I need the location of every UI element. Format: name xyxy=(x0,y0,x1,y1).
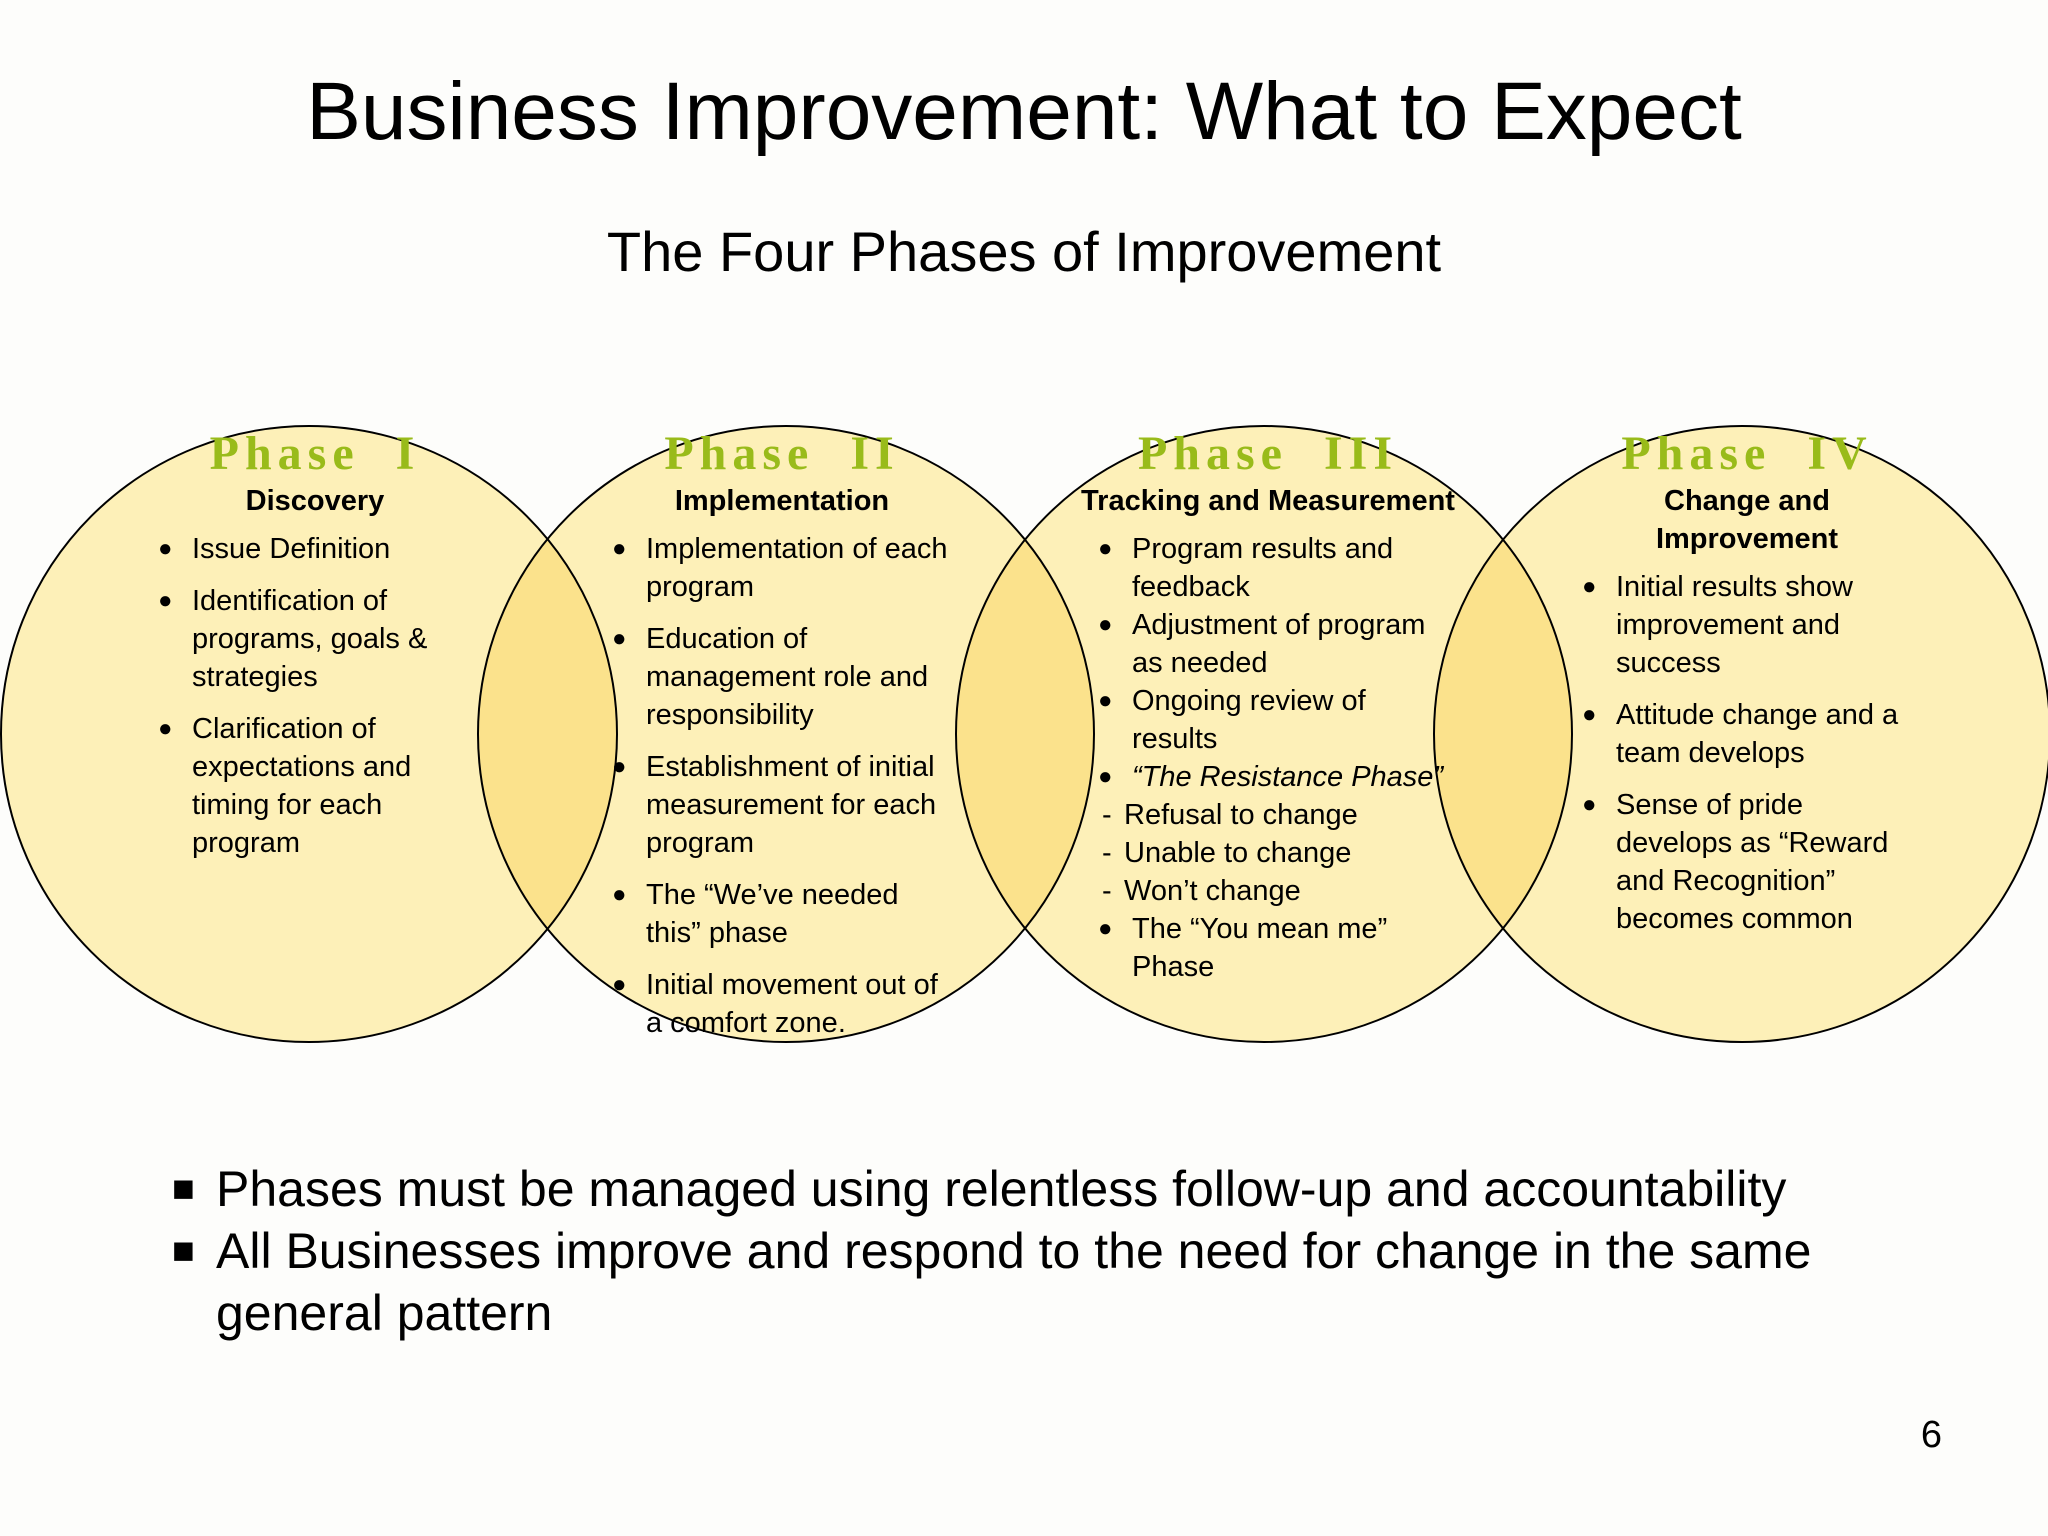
phase-3-name: Tracking and Measurement xyxy=(1081,485,1455,517)
phase-1: Phase I Discovery ●Issue Definition ●Ide… xyxy=(150,426,480,876)
phase-3-circle xyxy=(956,426,1572,1042)
list-item: -Won’t change xyxy=(1098,872,1458,910)
bullet-icon: ● xyxy=(1582,791,1597,818)
phase-2-name: Implementation xyxy=(674,485,890,517)
phase-4-outline xyxy=(1433,425,2048,1043)
list-item: ●The “You mean me” Phase xyxy=(1098,910,1458,986)
slide-title: Business Improvement: What to Expect xyxy=(306,66,1742,157)
list-item: ●Initial results show improvement and su… xyxy=(1582,568,1912,682)
list-item: ●Ongoing review of results xyxy=(1098,682,1458,758)
list-item: ●Initial movement out of a comfort zone. xyxy=(612,966,952,1042)
phase-4-label: Phase IV xyxy=(1621,427,1873,480)
phase-3-outline xyxy=(955,425,1573,1043)
phase-3-list: ●Program results and feedback ●Adjustmen… xyxy=(1098,530,1458,986)
list-item: ●Education of management role and respon… xyxy=(612,620,952,734)
bullet-icon: ● xyxy=(1098,611,1113,638)
phase-2-circle xyxy=(478,426,1094,1042)
list-item: ●Implementation of each program xyxy=(612,530,952,606)
bullet-icon: ● xyxy=(1098,763,1113,790)
phase-2-outline xyxy=(477,425,1095,1043)
phase-4-circle xyxy=(1434,426,2048,1042)
dash-icon: - xyxy=(1102,875,1112,907)
list-item: ●Sense of pride develops as “Reward and … xyxy=(1582,786,1912,938)
bullet-icon: ● xyxy=(1098,915,1113,942)
bullet-icon: ● xyxy=(1582,701,1597,728)
bullet-icon: ● xyxy=(612,881,627,908)
bullet-icon: ● xyxy=(612,753,627,780)
list-item: ●Issue Definition xyxy=(158,530,480,568)
list-item: ●Attitude change and a team develops xyxy=(1582,696,1912,772)
phase-2-list: ●Implementation of each program ●Educati… xyxy=(612,530,952,1042)
bullet-icon: ● xyxy=(158,715,173,742)
list-item: ●“The Resistance Phase” xyxy=(1098,758,1458,796)
list-item: ●Program results and feedback xyxy=(1098,530,1458,606)
phase-2: Phase II Implementation ●Implementation … xyxy=(612,426,952,1056)
phase-1-circle xyxy=(1,426,617,1042)
page-number: 6 xyxy=(1920,1414,1942,1456)
phase-1-name: Discovery xyxy=(245,485,385,517)
bullet-icon: ● xyxy=(1582,573,1597,600)
bullet-icon: ● xyxy=(1098,535,1113,562)
list-item: ●Adjustment of program as needed xyxy=(1098,606,1458,682)
slide-subtitle: The Four Phases of Improvement xyxy=(606,220,1442,283)
takeaway-item: ■Phases must be managed using relentless… xyxy=(172,1158,1872,1220)
phase-3: Phase III Tracking and Measurement ●Prog… xyxy=(1058,426,1478,986)
bullet-icon: ● xyxy=(612,625,627,652)
bullet-icon: ● xyxy=(158,535,173,562)
phase-4-name: Change and Improvement xyxy=(1655,485,1839,555)
phase-4-list: ●Initial results show improvement and su… xyxy=(1582,568,1912,938)
phase-1-outline xyxy=(0,425,618,1043)
bullet-icon: ● xyxy=(612,971,627,998)
takeaways: ■Phases must be managed using relentless… xyxy=(172,1158,1872,1344)
list-item: ●Identification of programs, goals & str… xyxy=(158,582,480,696)
takeaway-item: ■All Businesses improve and respond to t… xyxy=(172,1220,1872,1344)
square-bullet-icon: ■ xyxy=(172,1168,195,1210)
list-item: ●Clarification of expectations and timin… xyxy=(158,710,480,862)
dash-icon: - xyxy=(1102,837,1112,869)
phase-3-label: Phase III xyxy=(1137,427,1399,480)
list-item: ●The “We’ve needed this” phase xyxy=(612,876,952,952)
phase-1-list: ●Issue Definition ●Identification of pro… xyxy=(158,530,480,862)
list-item: -Refusal to change xyxy=(1098,796,1458,834)
bullet-icon: ● xyxy=(612,535,627,562)
phase-4: Phase IV Change and Improvement ●Initial… xyxy=(1582,426,1912,952)
list-item: ●Establishment of initial measurement fo… xyxy=(612,748,952,862)
phase-1-label: Phase I xyxy=(209,427,421,480)
phase-2-label: Phase II xyxy=(664,427,900,480)
list-item: -Unable to change xyxy=(1098,834,1458,872)
bullet-icon: ● xyxy=(1098,687,1113,714)
bullet-icon: ● xyxy=(158,587,173,614)
square-bullet-icon: ■ xyxy=(172,1230,195,1272)
venn-diagram xyxy=(0,425,2048,1043)
dash-icon: - xyxy=(1102,799,1112,831)
